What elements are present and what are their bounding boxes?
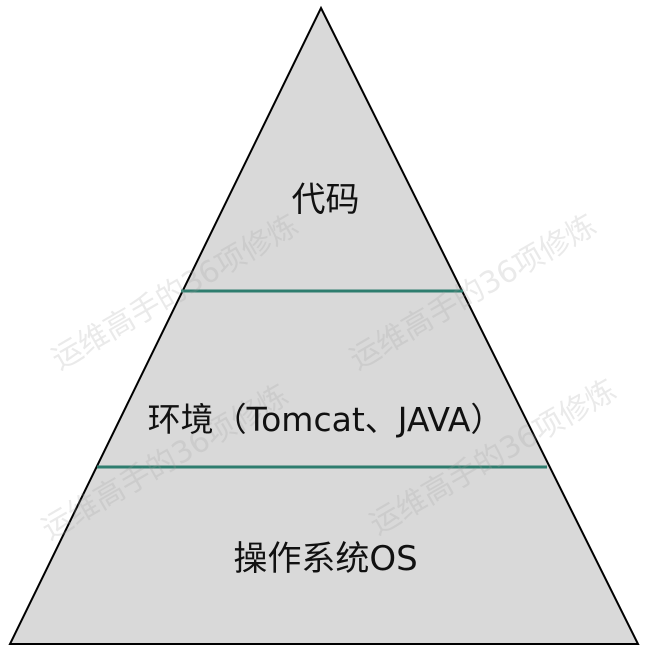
layer-label-environment: 环境（Tomcat、JAVA） bbox=[147, 400, 504, 439]
layer-label-os: 操作系统OS bbox=[233, 539, 418, 579]
layer-label-code: 代码 bbox=[291, 180, 360, 220]
pyramid-shape bbox=[8, 5, 640, 645]
